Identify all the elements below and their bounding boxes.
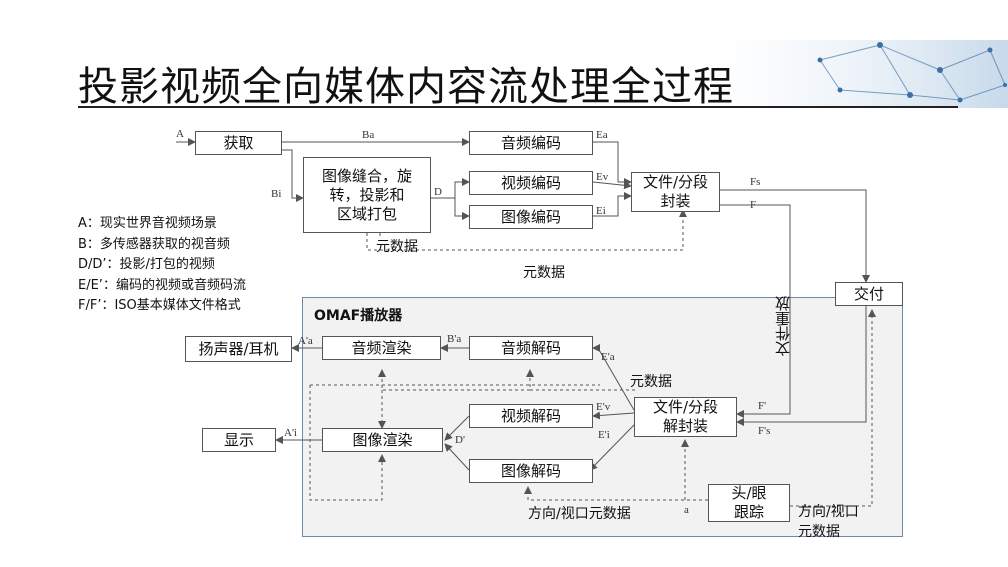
- signal-label: Bi: [271, 188, 282, 200]
- audio-render-box: 音频渲染: [322, 336, 441, 360]
- metadata-label: 元数据: [630, 374, 672, 390]
- legend-item: F/F’：ISO基本媒体文件格式: [78, 298, 241, 313]
- metadata-label: 元数据: [523, 265, 565, 281]
- signal-label: E'v: [596, 401, 611, 413]
- signal-label: A'i: [284, 427, 297, 439]
- signal-label: D': [455, 434, 465, 446]
- image-decode-box: 图像解码: [469, 459, 593, 483]
- signal-label: F': [758, 400, 767, 412]
- signal-label: Fs: [750, 176, 761, 188]
- display-box: 显示: [202, 428, 276, 452]
- metadata-label: 元数据: [798, 524, 840, 540]
- orientation-viewport-metadata-label: 方向/视口元数据: [528, 506, 631, 522]
- signal-label: E'a: [601, 351, 615, 363]
- signal-label: a: [684, 504, 689, 516]
- signal-label: F: [750, 199, 757, 211]
- legend-item: D/D’：投影/打包的视频: [78, 257, 215, 272]
- legend: A：现实世界音视频场景 B：多传感器获取的视音频 D/D’：投影/打包的视频 E…: [78, 214, 246, 317]
- image-encode-box: 图像编码: [469, 205, 593, 229]
- slide-title: 投影视频全向媒体内容流处理全过程: [78, 64, 734, 110]
- signal-label: Ei: [596, 205, 606, 217]
- file-decapsulation-box: 文件/分段 解封装: [634, 397, 737, 437]
- speaker-headphone-box: 扬声器/耳机: [185, 336, 292, 362]
- omaf-player-title: OMAF播放器: [314, 308, 403, 324]
- title-underline: [78, 106, 958, 108]
- signal-label: E'i: [598, 429, 610, 441]
- audio-decode-box: 音频解码: [469, 336, 593, 360]
- image-render-box: 图像渲染: [322, 428, 443, 452]
- signal-label: Ba: [362, 129, 375, 141]
- legend-item: E/E’：编码的视频或音频码流: [78, 277, 246, 293]
- orientation-viewport-label: 方向/视口: [798, 504, 859, 520]
- signal-label: B'a: [447, 333, 462, 345]
- stitch-project-pack-box: 图像缝合，旋 转，投影和 区域打包: [303, 157, 431, 233]
- signal-label: A'a: [298, 335, 313, 347]
- legend-item: A：现实世界音视频场景: [78, 216, 217, 231]
- acquire-box: 获取: [195, 131, 282, 155]
- signal-label: D: [434, 186, 442, 198]
- legend-item: B：多传感器获取的视音频: [78, 236, 230, 252]
- signal-label: Ev: [596, 171, 609, 183]
- signal-label: Ea: [596, 129, 608, 141]
- video-decode-box: 视频解码: [469, 404, 593, 428]
- file-encapsulation-box: 文件/分段 封装: [631, 172, 720, 212]
- metadata-label: 元数据: [376, 239, 418, 255]
- file-playback-label: 文件重放: [774, 296, 792, 356]
- audio-encode-box: 音频编码: [469, 131, 593, 155]
- video-encode-box: 视频编码: [469, 171, 593, 195]
- head-eye-tracking-box: 头/眼 跟踪: [708, 484, 790, 522]
- delivery-box: 交付: [835, 282, 903, 306]
- signal-label: F's: [758, 425, 771, 437]
- signal-label: A: [176, 128, 184, 140]
